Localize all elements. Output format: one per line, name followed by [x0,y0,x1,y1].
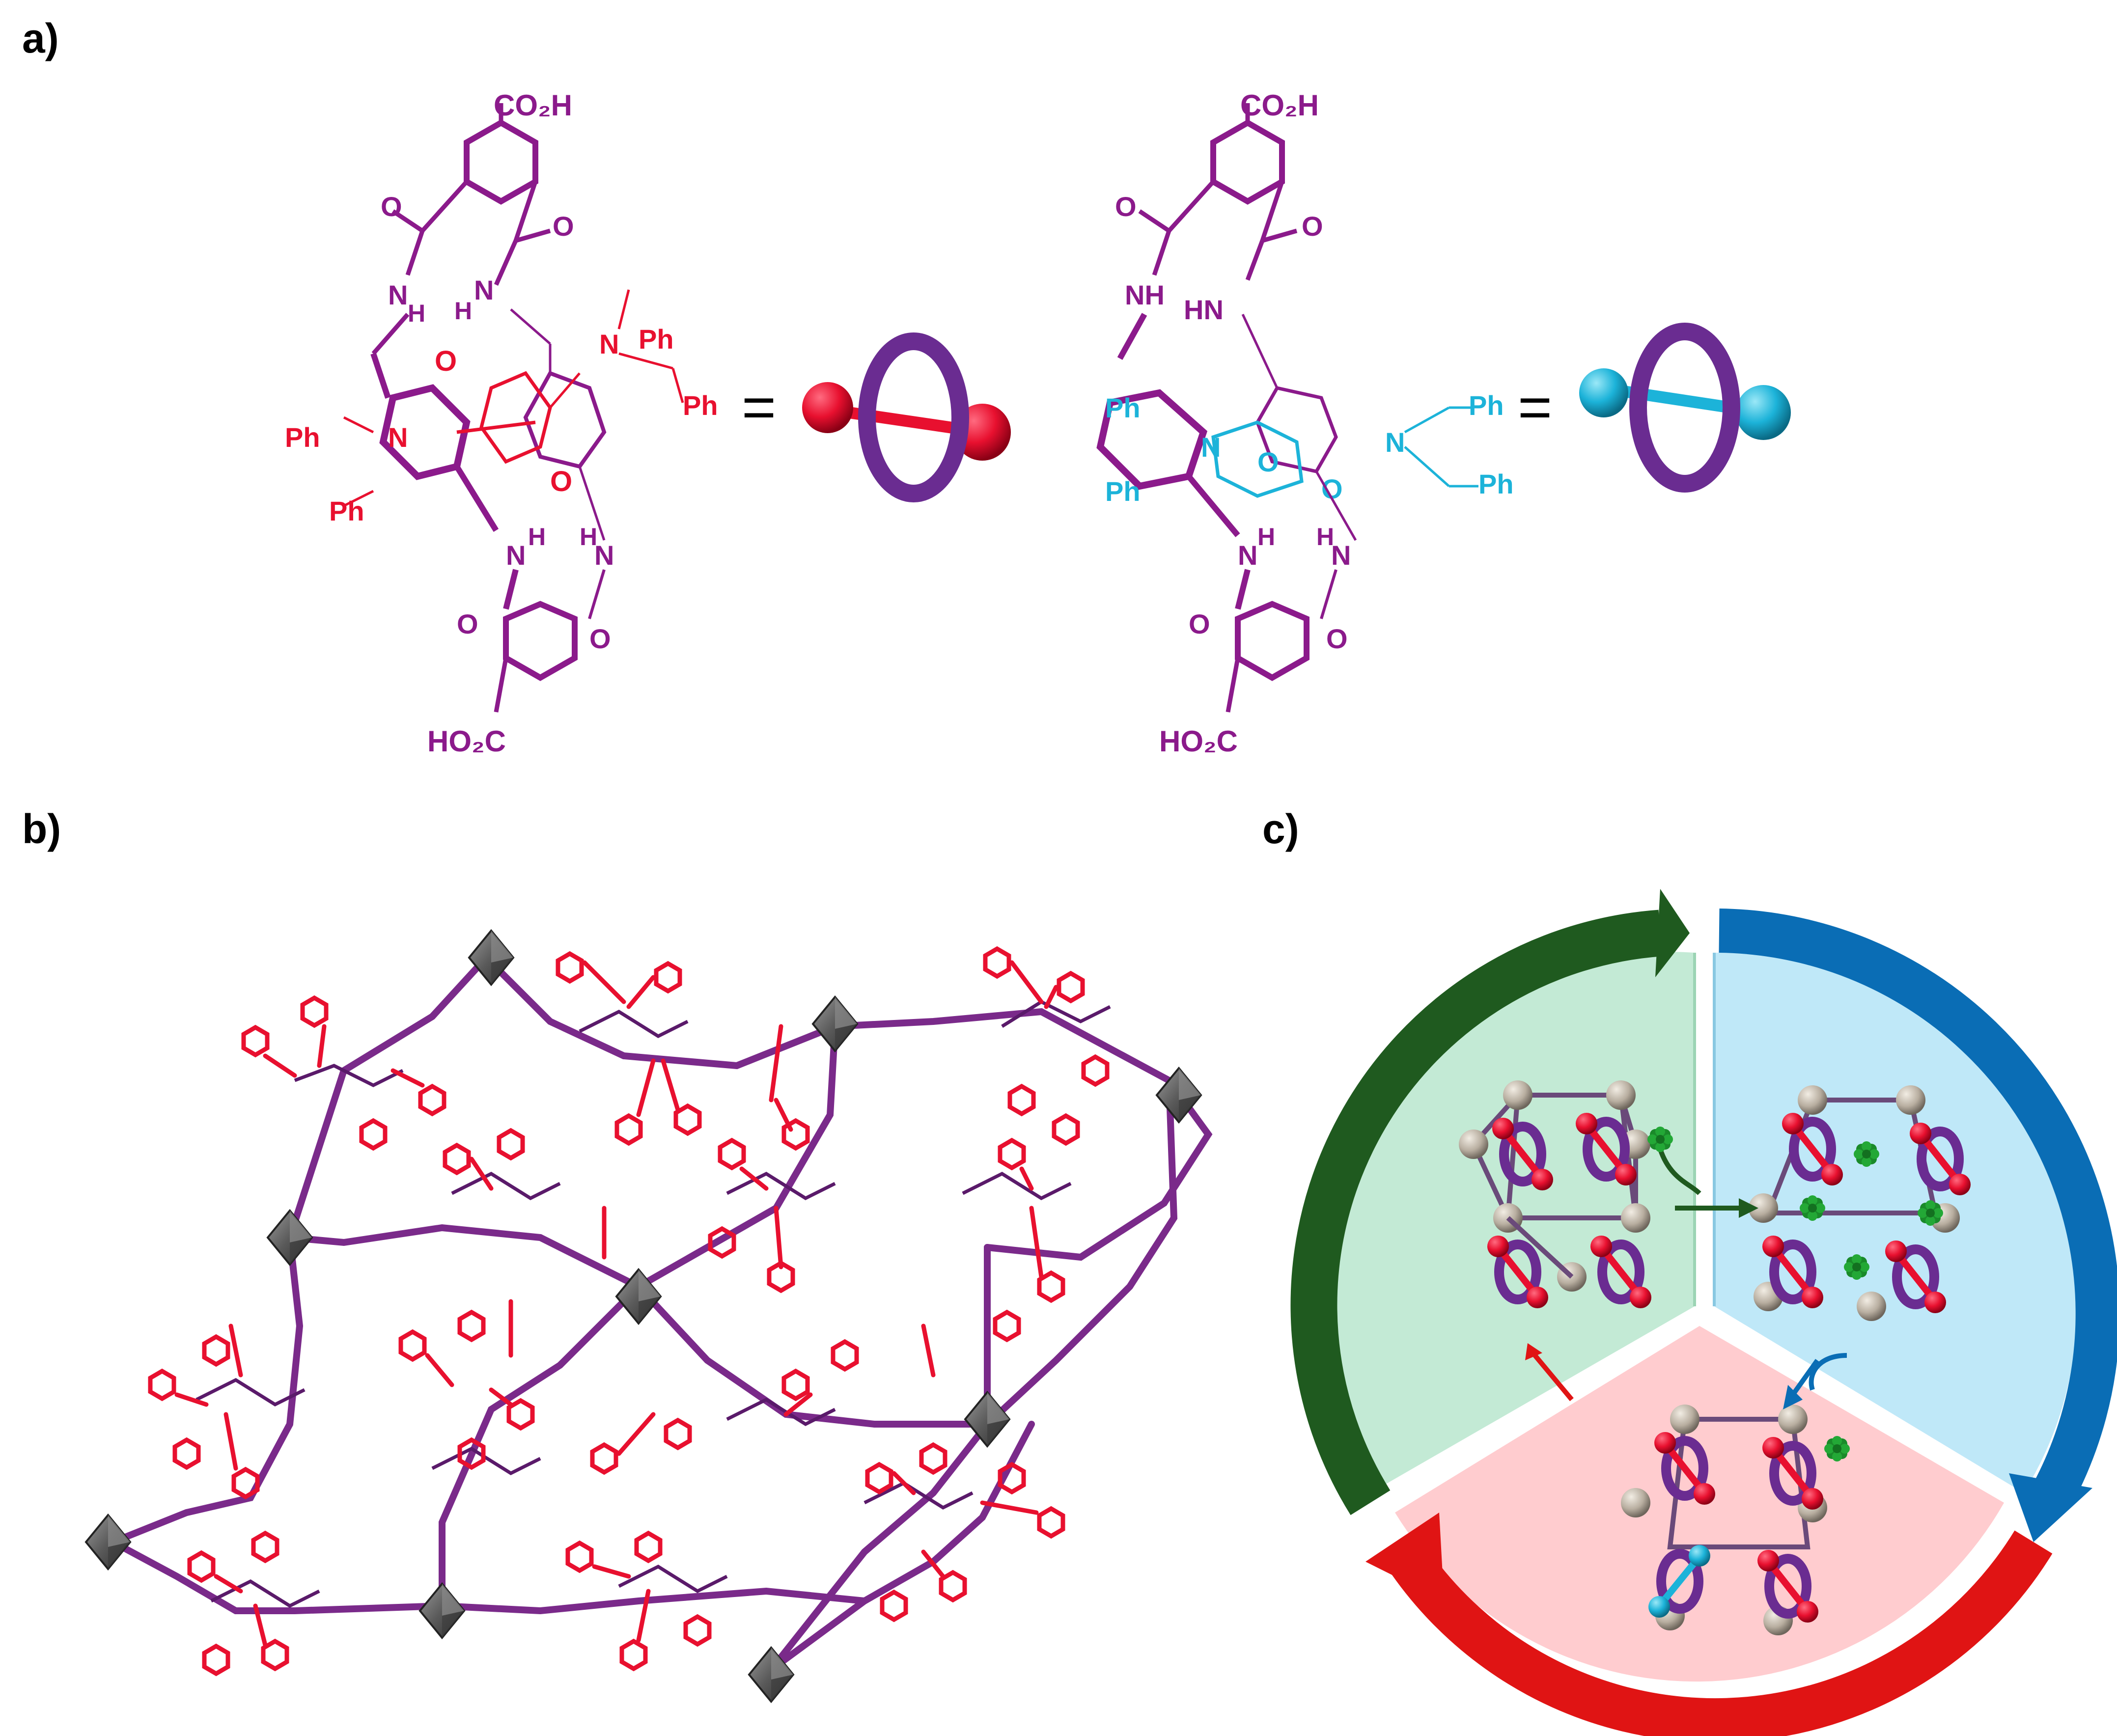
axle-nitrogen: N [599,329,619,359]
panel-label-b: b) [22,806,61,852]
transition-arrows [1525,1127,1850,1461]
phenyl-label: Ph [329,496,364,526]
arrow-blue [1719,909,2117,1504]
arrow-green [1290,909,1662,1516]
amide-hn: HN [1184,294,1224,325]
carbonyl-oxygen: O [1189,608,1210,639]
amide-nitrogen: N [594,540,614,571]
structure-right: CO₂H O O NH HN Ph Ph N N O O Ph Ph N H H… [1096,89,1552,758]
carbonyl-oxygen: O [553,211,574,242]
axle-oxygen: O [550,466,572,497]
amide-nh: NH [1125,279,1165,310]
equals-sign-right: = [1518,374,1552,440]
amide-hydrogen: H [580,523,597,551]
axle-oxygen: O [435,345,457,377]
bottom-acid-label-left: HO₂C [427,725,506,758]
amide-nitrogen: N [506,540,526,571]
rotaxane-icon-cyan [1579,323,1791,493]
phenyl-label: Ph [1478,468,1514,499]
carbonyl-oxygen: O [381,191,402,222]
mof-cage-red [1621,1405,1827,1635]
top-acid-label-left: CO₂H [494,89,572,122]
mof-cage-green [1459,1080,1651,1308]
amide-nitrogen: N [388,279,408,310]
axle-nitrogen: N [388,422,408,453]
phenyl-label: Ph [683,390,718,421]
panel-label-a: a) [22,15,59,61]
axle-oxygen: O [1257,446,1279,477]
axle-nitrogen: N [1201,432,1221,463]
carbonyl-oxygen: O [589,623,611,654]
carbonyl-oxygen: O [1115,191,1137,222]
amide-hydrogen: H [1257,523,1275,551]
phenyl-label: Ph [285,422,320,453]
bottom-acid-label-right: HO₂C [1159,725,1238,758]
phenyl-label: Ph [1105,392,1141,423]
amide-nitrogen: N [1238,540,1257,571]
panel-label-c: c) [1262,806,1299,852]
amide-nitrogen: N [1331,540,1351,571]
mof-cage-blue [1749,1085,1971,1321]
phenyl-label: Ph [1469,390,1504,421]
top-acid-label-right: CO₂H [1240,89,1319,122]
phenyl-label: Ph [639,324,674,355]
amide-hydrogen: H [528,523,546,551]
sector-red [1395,1326,2004,1682]
arrow-red [1392,1530,2053,1736]
phenyl-label: Ph [1105,476,1141,507]
amide-hydrogen: H [408,300,425,327]
amide-hydrogen: H [454,297,472,325]
equals-sign-left: = [742,374,776,440]
carbonyl-oxygen: O [1302,211,1323,242]
axle-nitrogen: N [1385,427,1405,458]
amide-hydrogen: H [1316,523,1334,551]
crystal-structure [85,930,1213,1703]
carbonyl-oxygen: O [457,608,478,639]
amide-nitrogen: N [474,275,494,305]
structure-left: CO₂H O O N H N H O N N Ph Ph Ph Ph O N H [285,89,776,758]
rotaxane-icon-red [802,332,1011,502]
carbonyl-oxygen: O [1326,623,1348,654]
metal-nodes [85,930,1202,1703]
cycle-diagram [1290,889,2117,1736]
